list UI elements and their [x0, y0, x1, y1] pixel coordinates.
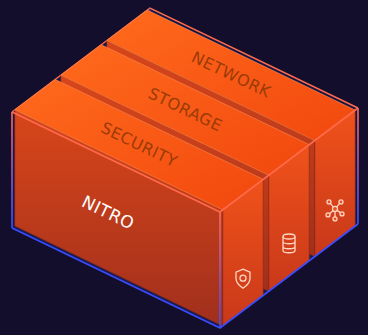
- slab-label: SECURITY: [98, 120, 179, 170]
- box-edge: [357, 108, 359, 224]
- box-edge: [219, 212, 221, 328]
- shield-outline: [236, 269, 250, 288]
- db-top: [283, 234, 295, 239]
- shield-dot: [240, 275, 246, 281]
- network-icon: [326, 200, 344, 221]
- component-slab: SECURITY NITRO: [15, 79, 263, 326]
- net-dot: [339, 200, 343, 204]
- database-icon: [283, 234, 295, 253]
- component-slab: NETWORK: [107, 10, 355, 257]
- slab-label: NETWORK: [189, 50, 273, 101]
- net-dot: [327, 200, 331, 204]
- component-slab: STORAGE: [61, 45, 309, 292]
- slab-side: [15, 110, 223, 326]
- db-body: [283, 237, 295, 253]
- net-dot: [326, 213, 330, 217]
- net-dot: [333, 206, 338, 211]
- box-edge: [11, 112, 13, 228]
- shield-icon: [236, 269, 250, 288]
- product-label: NITRO: [80, 193, 138, 233]
- net-dot: [333, 217, 337, 221]
- box-edge: [12, 108, 358, 212]
- box-edge: [12, 224, 358, 328]
- slab-label: STORAGE: [146, 86, 225, 135]
- slab-top: [15, 79, 263, 210]
- net-dot: [340, 212, 344, 216]
